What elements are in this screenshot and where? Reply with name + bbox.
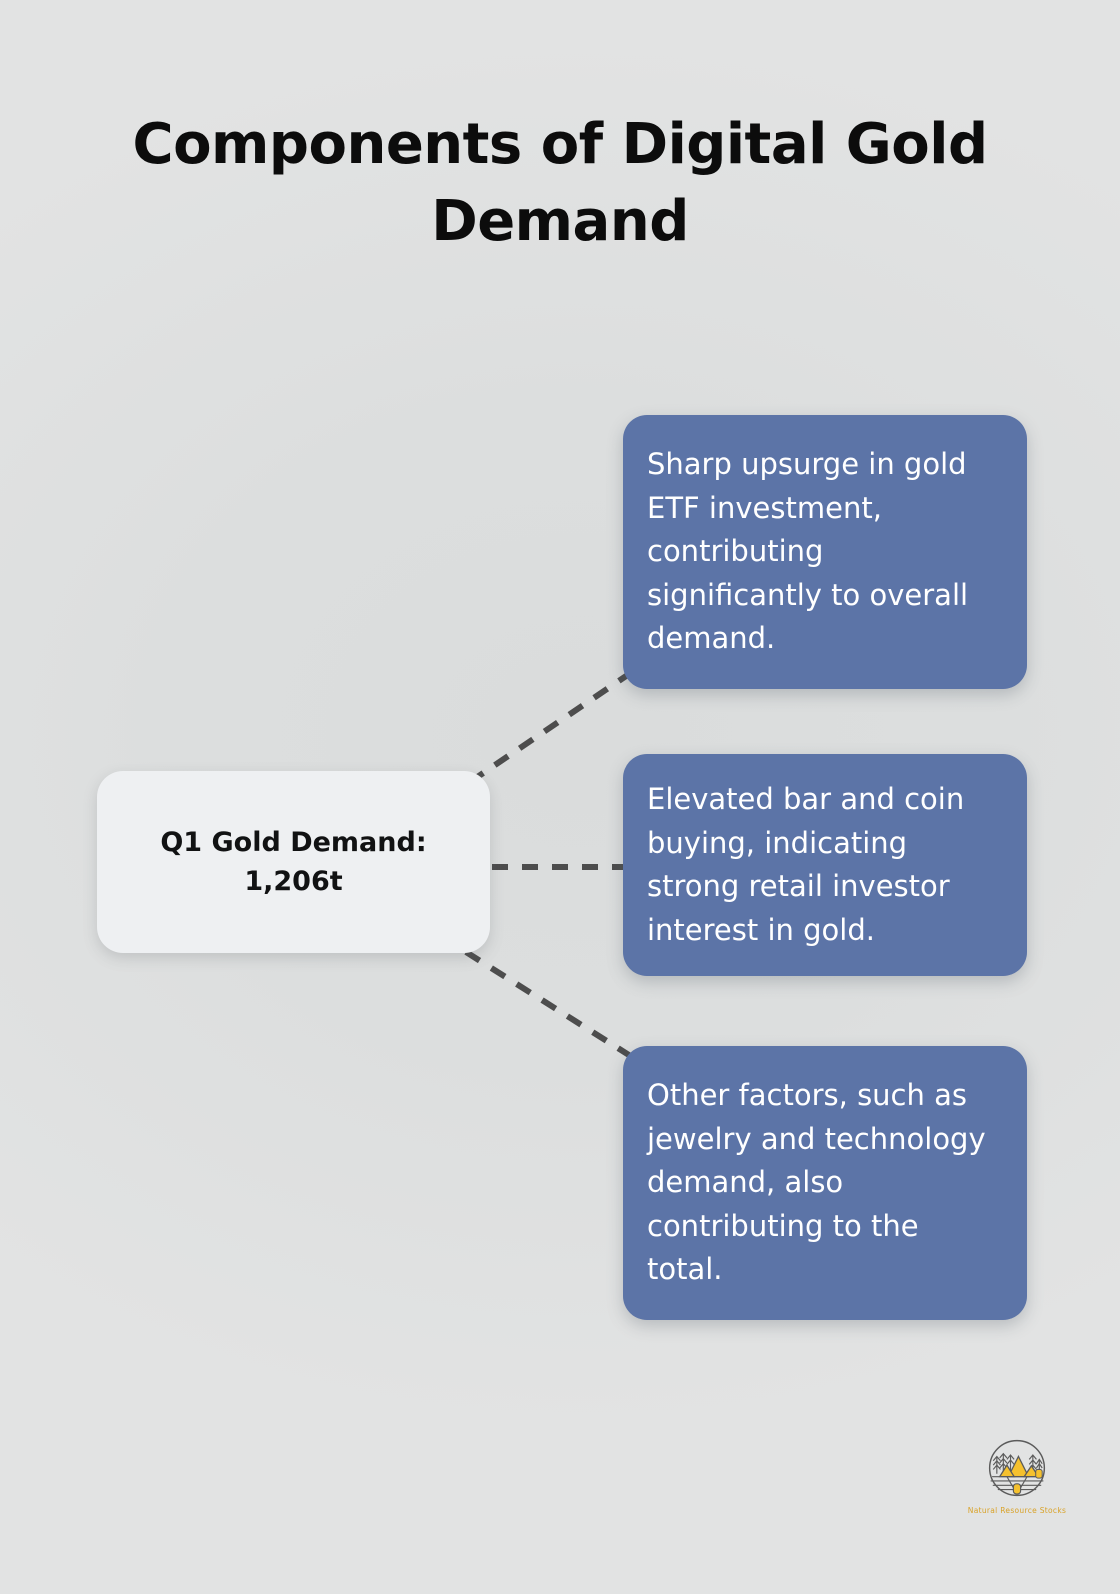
center-node[interactable]: Q1 Gold Demand: 1,206t bbox=[97, 771, 490, 953]
center-node-label: Q1 Gold Demand: 1,206t bbox=[160, 826, 427, 897]
branch-card-text: Sharp upsurge in gold ETF investment, co… bbox=[647, 447, 969, 656]
brand-logo: Natural Resource Stocks bbox=[962, 1432, 1072, 1534]
connector-line-top bbox=[468, 669, 634, 785]
branch-card-text: Other factors, such as jewelry and techn… bbox=[647, 1078, 986, 1287]
branch-card-other-factors[interactable]: Other factors, such as jewelry and techn… bbox=[623, 1046, 1027, 1320]
branch-card-text: Elevated bar and coin buying, indicating… bbox=[647, 782, 965, 947]
branch-card-bar-and-coin[interactable]: Elevated bar and coin buying, indicating… bbox=[623, 754, 1027, 976]
mountain-trees-circle-icon bbox=[988, 1439, 1046, 1497]
page-title: Components of Digital Gold Demand bbox=[132, 112, 988, 255]
branch-card-etf-investment[interactable]: Sharp upsurge in gold ETF investment, co… bbox=[623, 415, 1027, 689]
connector-line-bottom bbox=[464, 949, 642, 1065]
brand-logo-label: Natural Resource Stocks bbox=[967, 1506, 1067, 1515]
